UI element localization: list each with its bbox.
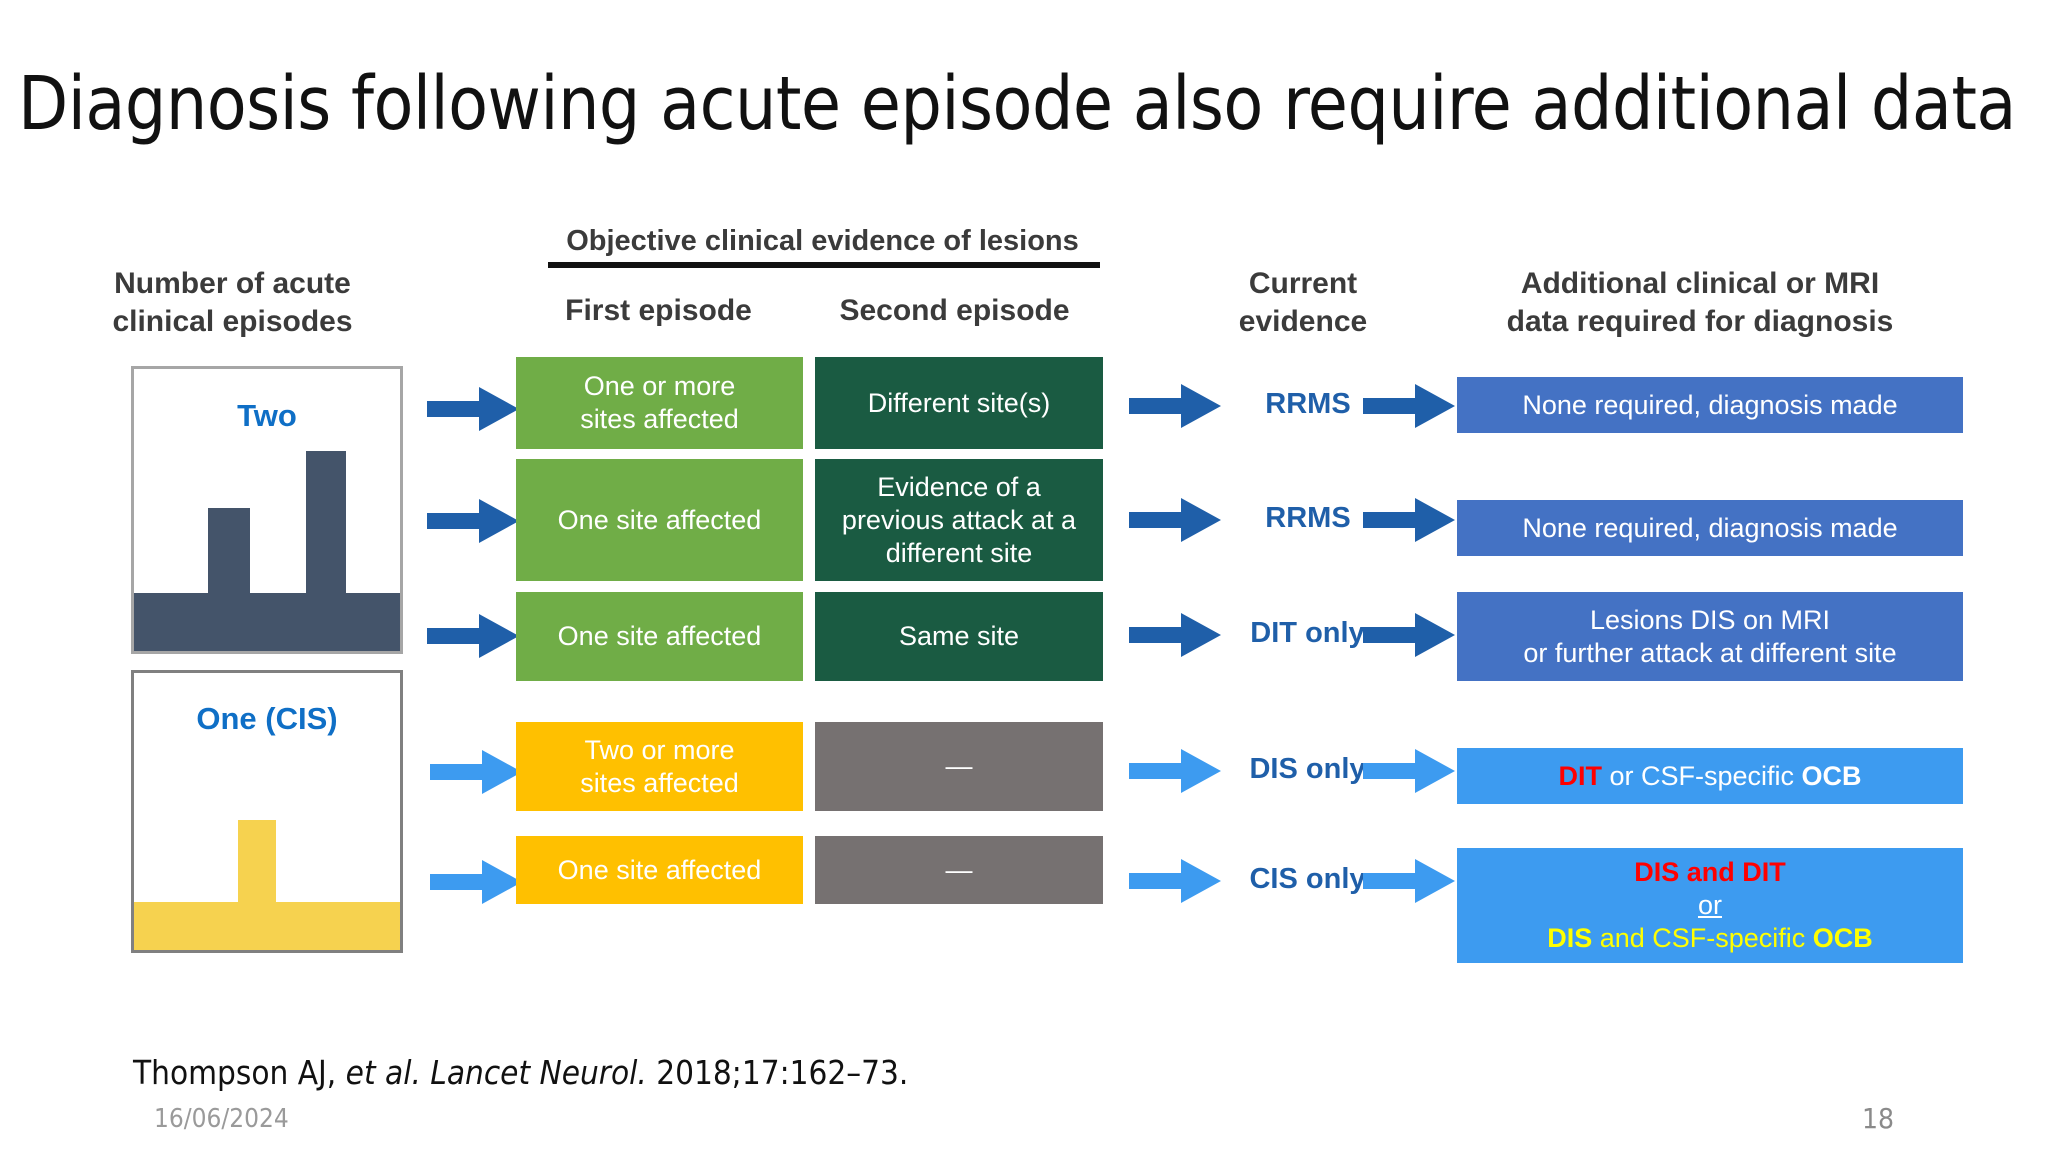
row1-current-evidence: RRMS <box>1265 388 1351 420</box>
row3-additional-line1: Lesions DIS on MRI <box>1589 604 1831 635</box>
row3-first-episode-box: One site affected <box>516 592 803 681</box>
header-current-line2: evidence <box>1238 305 1368 338</box>
panel-two-baseline <box>134 593 400 651</box>
row1-first-line1: One or more <box>583 371 736 401</box>
row4-token-ocb: OCB <box>1801 760 1862 791</box>
arrow-row5-to-evidence <box>1129 857 1221 905</box>
row3-current-evidence: DIT only <box>1250 617 1365 649</box>
row3-second-episode-box: Same site <box>815 592 1103 681</box>
arrow-row3-to-result <box>1363 611 1455 659</box>
header-additional-data: Additional clinical or MRI data required… <box>1440 265 1960 341</box>
header-current-evidence: Current evidence <box>1178 265 1428 341</box>
row1-second-episode-box: Different site(s) <box>815 357 1103 449</box>
header-episodes-line1: Number of acute <box>114 267 351 300</box>
row4-first-line2: sites affected <box>580 767 739 798</box>
row2-second-line2: previous attack at a <box>841 504 1077 535</box>
citation: Thompson AJ, et al. Lancet Neurol. 2018;… <box>133 1053 908 1092</box>
row2-additional-box: None required, diagnosis made <box>1457 500 1963 556</box>
row1-additional-box: None required, diagnosis made <box>1457 377 1963 433</box>
header-first-episode: First episode <box>565 294 752 327</box>
citation-journal: et al. Lancet Neurol. <box>345 1053 647 1092</box>
panel-one-label: One (CIS) <box>196 701 338 736</box>
header-second-episode: Second episode <box>839 294 1070 327</box>
arrow-row5-to-first <box>430 858 522 906</box>
row4-second-episode-box: — <box>815 722 1103 811</box>
row2-second-line1: Evidence of a <box>877 471 1041 502</box>
header-number-of-episodes: Number of acute clinical episodes <box>100 265 365 341</box>
arrow-row1-to-evidence <box>1129 382 1221 430</box>
header-objective-evidence: Objective clinical evidence of lesions <box>566 225 1079 257</box>
citation-suffix: 2018;17:162–73. <box>646 1053 909 1092</box>
page-number: 18 <box>1862 1102 1895 1135</box>
arrow-row1-to-result <box>1363 382 1455 430</box>
arrow-row3-to-first <box>427 612 519 660</box>
arrow-row5-to-result <box>1363 857 1455 905</box>
arrow-row1-to-first <box>427 385 519 433</box>
row3-additional-line2: or further attack at different site <box>1523 637 1897 668</box>
row5-token-or: or <box>1697 890 1722 920</box>
citation-prefix: Thompson AJ, <box>133 1053 346 1092</box>
arrow-row3-to-evidence <box>1129 611 1221 659</box>
arrow-row2-to-first <box>427 497 519 545</box>
arrow-row2-to-result <box>1363 496 1455 544</box>
row5-token-and2: and CSF-specific <box>1592 923 1813 953</box>
arrow-row4-to-result <box>1363 747 1455 795</box>
panel-two-label: Two <box>237 398 297 433</box>
arrow-row4-to-evidence <box>1129 747 1221 795</box>
row4-additional-box: DIT or CSF-specific OCB <box>1457 748 1963 804</box>
slide-date: 16/06/2024 <box>154 1104 289 1134</box>
row5-token-dit: DIT <box>1742 857 1786 887</box>
row2-current-evidence: RRMS <box>1265 502 1351 534</box>
arrow-row2-to-evidence <box>1129 496 1221 544</box>
row5-additional-box: DIS and DIT or DIS and CSF-specific OCB <box>1457 848 1963 963</box>
row5-token-dis1: DIS <box>1634 857 1680 887</box>
header-episodes-line2: clinical episodes <box>112 305 353 338</box>
row1-first-line2: sites affected <box>580 404 739 434</box>
row4-first-line1: Two or more <box>584 734 735 765</box>
header-underline-rule <box>548 262 1100 268</box>
row5-second-episode-box: — <box>815 836 1103 904</box>
panel-one-cis: One (CIS) <box>131 670 403 953</box>
panel-two-episodes: Two <box>131 366 403 654</box>
header-current-line1: Current <box>1248 267 1358 300</box>
row5-first-episode-box: One site affected <box>516 836 803 904</box>
row5-token-dis2: DIS <box>1547 923 1593 953</box>
row2-second-line3: different site <box>885 537 1033 568</box>
panel-two-spike-2 <box>306 451 346 651</box>
row5-current-evidence: CIS only <box>1249 863 1366 895</box>
row4-current-evidence: DIS only <box>1249 753 1366 785</box>
row5-token-ocb: OCB <box>1812 923 1873 953</box>
panel-one-spike-1 <box>238 820 276 950</box>
row5-token-and1: and <box>1679 857 1743 887</box>
header-additional-line2: data required for diagnosis <box>1506 305 1894 338</box>
arrow-row4-to-first <box>430 748 522 796</box>
panel-two-spike-1 <box>208 508 250 651</box>
header-additional-line1: Additional clinical or MRI <box>1520 267 1880 300</box>
page-title: Diagnosis following acute episode also r… <box>18 61 2016 147</box>
row4-token-mid: or CSF-specific <box>1601 760 1802 791</box>
row2-first-episode-box: One site affected <box>516 459 803 581</box>
row4-token-dit: DIT <box>1558 760 1602 791</box>
